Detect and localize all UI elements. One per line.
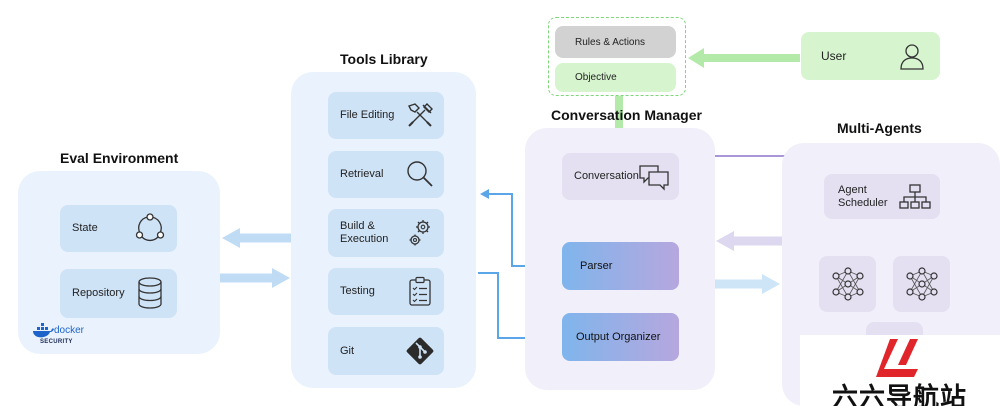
eval-item-label: Repository [72, 287, 125, 299]
rules-actions-card[interactable]: Rules & Actions [555, 26, 676, 58]
cycle-icon [133, 211, 167, 245]
agent-node-2[interactable] [893, 256, 950, 312]
conversation-card[interactable]: Conversation [562, 153, 679, 200]
security-label: SECURITY [40, 339, 73, 345]
parser-label: Parser [580, 259, 613, 272]
git-icon [402, 333, 438, 369]
tool-label: Testing [340, 285, 375, 297]
agent-scheduler-label: Agent Scheduler [838, 184, 888, 210]
arrow-agents-to-manager-head [716, 231, 734, 251]
tools-library-title: Tools Library [340, 51, 428, 67]
tool-label: File Editing [340, 109, 395, 121]
eval-environment-panel [18, 171, 220, 354]
conversation-manager-title: Conversation Manager [551, 107, 702, 123]
hierarchy-icon [898, 181, 932, 213]
eval-item-repository[interactable]: Repository [60, 269, 177, 318]
multi-agents-title: Multi-Agents [837, 120, 922, 136]
agent-scheduler-card[interactable]: Agent Scheduler [824, 174, 940, 219]
conversation-label: Conversation [574, 170, 639, 182]
chat-bubbles-icon [637, 161, 671, 193]
tool-label: Git [340, 344, 355, 357]
output-organizer-label: Output Organizer [576, 330, 661, 343]
clipboard-checklist-icon [404, 275, 436, 307]
user-card[interactable]: User [801, 32, 940, 80]
tool-label: Build & Execution [340, 220, 389, 245]
user-label: User [821, 48, 847, 63]
eval-item-label: State [72, 222, 98, 234]
tool-testing[interactable]: Testing [328, 268, 444, 315]
tool-build-execution[interactable]: Build & Execution [328, 209, 444, 257]
agent-node-1[interactable] [819, 256, 876, 312]
arrow-eval-to-tools-head [272, 268, 290, 288]
agent-scheduler-line1: Agent [838, 183, 867, 196]
arrow-tools-to-eval-head [222, 228, 240, 248]
wire-parser-to-tools-head [480, 189, 489, 199]
watermark-logo [876, 339, 918, 377]
eval-environment-title: Eval Environment [60, 150, 179, 166]
watermark-text: 六六导航站 [832, 383, 968, 406]
docker-whale-icon [33, 323, 54, 338]
tool-label: Retrieval [340, 168, 384, 180]
watermark: 六六导航站 [800, 335, 1000, 406]
user-icon [896, 40, 928, 72]
objective-card[interactable]: Objective [555, 63, 676, 92]
docker-label: docker [54, 325, 85, 336]
hammer-wrench-icon [404, 99, 436, 131]
agent-scheduler-line2: Scheduler [838, 196, 888, 209]
neural-network-icon [831, 267, 864, 301]
eval-item-state[interactable]: State [60, 205, 177, 252]
arrow-manager-to-agents-head [762, 274, 780, 294]
objective-label: Objective [575, 72, 617, 83]
inputs-group [548, 17, 686, 96]
parser-card[interactable]: Parser [562, 242, 679, 290]
tool-retrieval[interactable]: Retrieval [328, 151, 444, 198]
magnifier-icon [404, 158, 436, 190]
output-organizer-card[interactable]: Output Organizer [562, 313, 679, 361]
docker-security-badge: docker SECURITY [32, 322, 92, 348]
tool-file-editing[interactable]: File Editing [328, 92, 444, 139]
gears-icon [404, 217, 436, 249]
tool-git[interactable]: Git [328, 327, 444, 375]
neural-network-icon [905, 267, 938, 301]
rules-actions-label: Rules & Actions [575, 36, 646, 48]
database-icon [133, 276, 167, 310]
arrow-user-to-inputs-head [688, 48, 704, 68]
